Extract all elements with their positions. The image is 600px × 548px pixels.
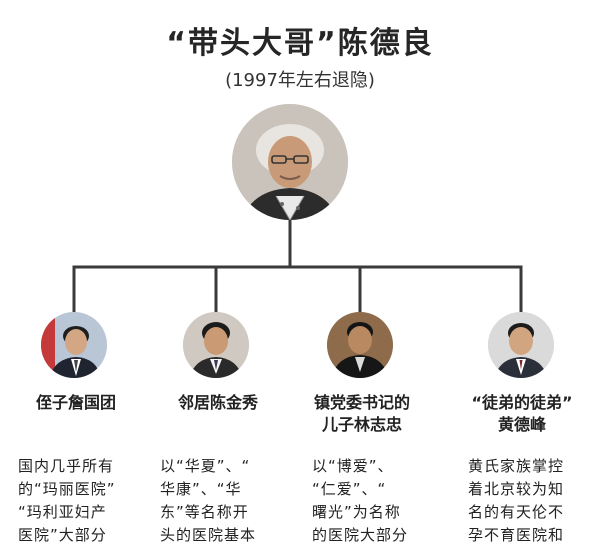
desc-line: 以“博爱”、 bbox=[312, 455, 438, 478]
diagram-subtitle: (1997年左右退隐) bbox=[0, 66, 600, 92]
child-avatar-4 bbox=[488, 312, 554, 378]
child-description-1: 国内几乎所有 的“玛丽医院” “玛利亚妇产 医院”大部分 bbox=[18, 455, 144, 547]
desc-line: 的医院大部分 bbox=[312, 524, 438, 547]
child-avatar-1 bbox=[41, 312, 107, 378]
desc-line: 以“华夏”、“ bbox=[160, 455, 286, 478]
desc-line: 东”等名称开 bbox=[160, 501, 286, 524]
child-description-4: 黄氏家族掌控 着北京较为知 名的有天伦不 孕不育医院和 bbox=[468, 455, 594, 547]
desc-line: “仁爱”、“ bbox=[312, 478, 438, 501]
child-name-1: 侄子詹国团 bbox=[6, 392, 146, 414]
desc-line: 名的有天伦不 bbox=[468, 501, 594, 524]
child-avatar-2 bbox=[183, 312, 249, 378]
desc-line: 着北京较为知 bbox=[468, 478, 594, 501]
desc-line: 医院”大部分 bbox=[18, 524, 144, 547]
child-name-3-line-1: 镇党委书记的 bbox=[292, 392, 432, 414]
desc-line: 华康”、“华 bbox=[160, 478, 286, 501]
child-name-2-line-1: 邻居陈金秀 bbox=[178, 393, 258, 412]
desc-line: 黄氏家族掌控 bbox=[468, 455, 594, 478]
child-description-3: 以“博爱”、 “仁爱”、“ 曙光”为名称 的医院大部分 bbox=[312, 455, 438, 547]
child-name-2: 邻居陈金秀 bbox=[148, 392, 288, 414]
child-avatar-3 bbox=[327, 312, 393, 378]
desc-line: 的“玛丽医院” bbox=[18, 478, 144, 501]
desc-line: 孕不育医院和 bbox=[468, 524, 594, 547]
child-name-4-line-2: 黄德峰 bbox=[452, 414, 592, 436]
diagram-title: “带头大哥”陈德良 bbox=[0, 18, 600, 62]
desc-line: 头的医院基本 bbox=[160, 524, 286, 547]
child-name-4: “徒弟的徒弟” 黄德峰 bbox=[452, 392, 592, 436]
root-person-avatar bbox=[232, 104, 348, 220]
desc-line: 曙光”为名称 bbox=[312, 501, 438, 524]
child-name-3-line-2: 儿子林志忠 bbox=[292, 414, 432, 436]
desc-line: “玛利亚妇产 bbox=[18, 501, 144, 524]
child-name-1-line-1: 侄子詹国团 bbox=[36, 393, 116, 412]
child-name-3: 镇党委书记的 儿子林志忠 bbox=[292, 392, 432, 436]
child-description-2: 以“华夏”、“ 华康”、“华 东”等名称开 头的医院基本 bbox=[160, 455, 286, 547]
child-name-4-line-1: “徒弟的徒弟” bbox=[452, 392, 592, 414]
desc-line: 国内几乎所有 bbox=[18, 455, 144, 478]
